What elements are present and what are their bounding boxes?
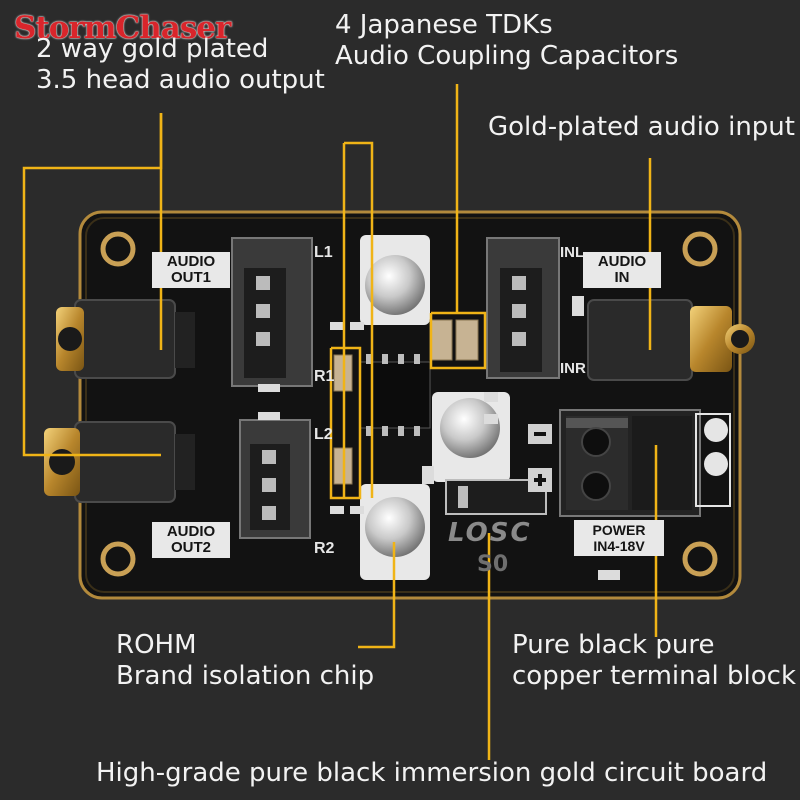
watermark-logo: StormChaser [14,10,231,46]
tdk-capacitors [333,319,479,485]
polarity-marks [528,424,552,492]
silk-inr: INR [560,360,586,377]
silk-inl: INL [560,244,585,261]
audio-output-jack-2 [44,421,195,503]
capacitor-top [360,235,430,325]
silk-l2: L2 [314,426,333,443]
board-model: S0 [477,552,509,577]
header-connector-right [486,237,560,379]
isolation-chip [359,354,431,436]
audio-output-jack-1 [56,299,195,379]
terminal-block [559,409,731,517]
capacitor-bottom [360,484,430,580]
silk-r1: R1 [314,368,335,385]
smd-components [258,296,620,580]
header-connector-left-top [231,237,313,387]
capacitor-middle [432,392,510,482]
header-connector-left-bottom [239,419,311,539]
board-logo: LOSC [448,518,532,548]
callout-board: High-grade pure black immersion gold cir… [96,758,768,788]
mounting-holes [100,231,718,577]
callout-input: Gold-plated audio input [488,112,795,142]
silk-l1: L1 [314,244,333,261]
silk-r2: R2 [314,540,335,557]
audio-input-jack [587,299,755,381]
